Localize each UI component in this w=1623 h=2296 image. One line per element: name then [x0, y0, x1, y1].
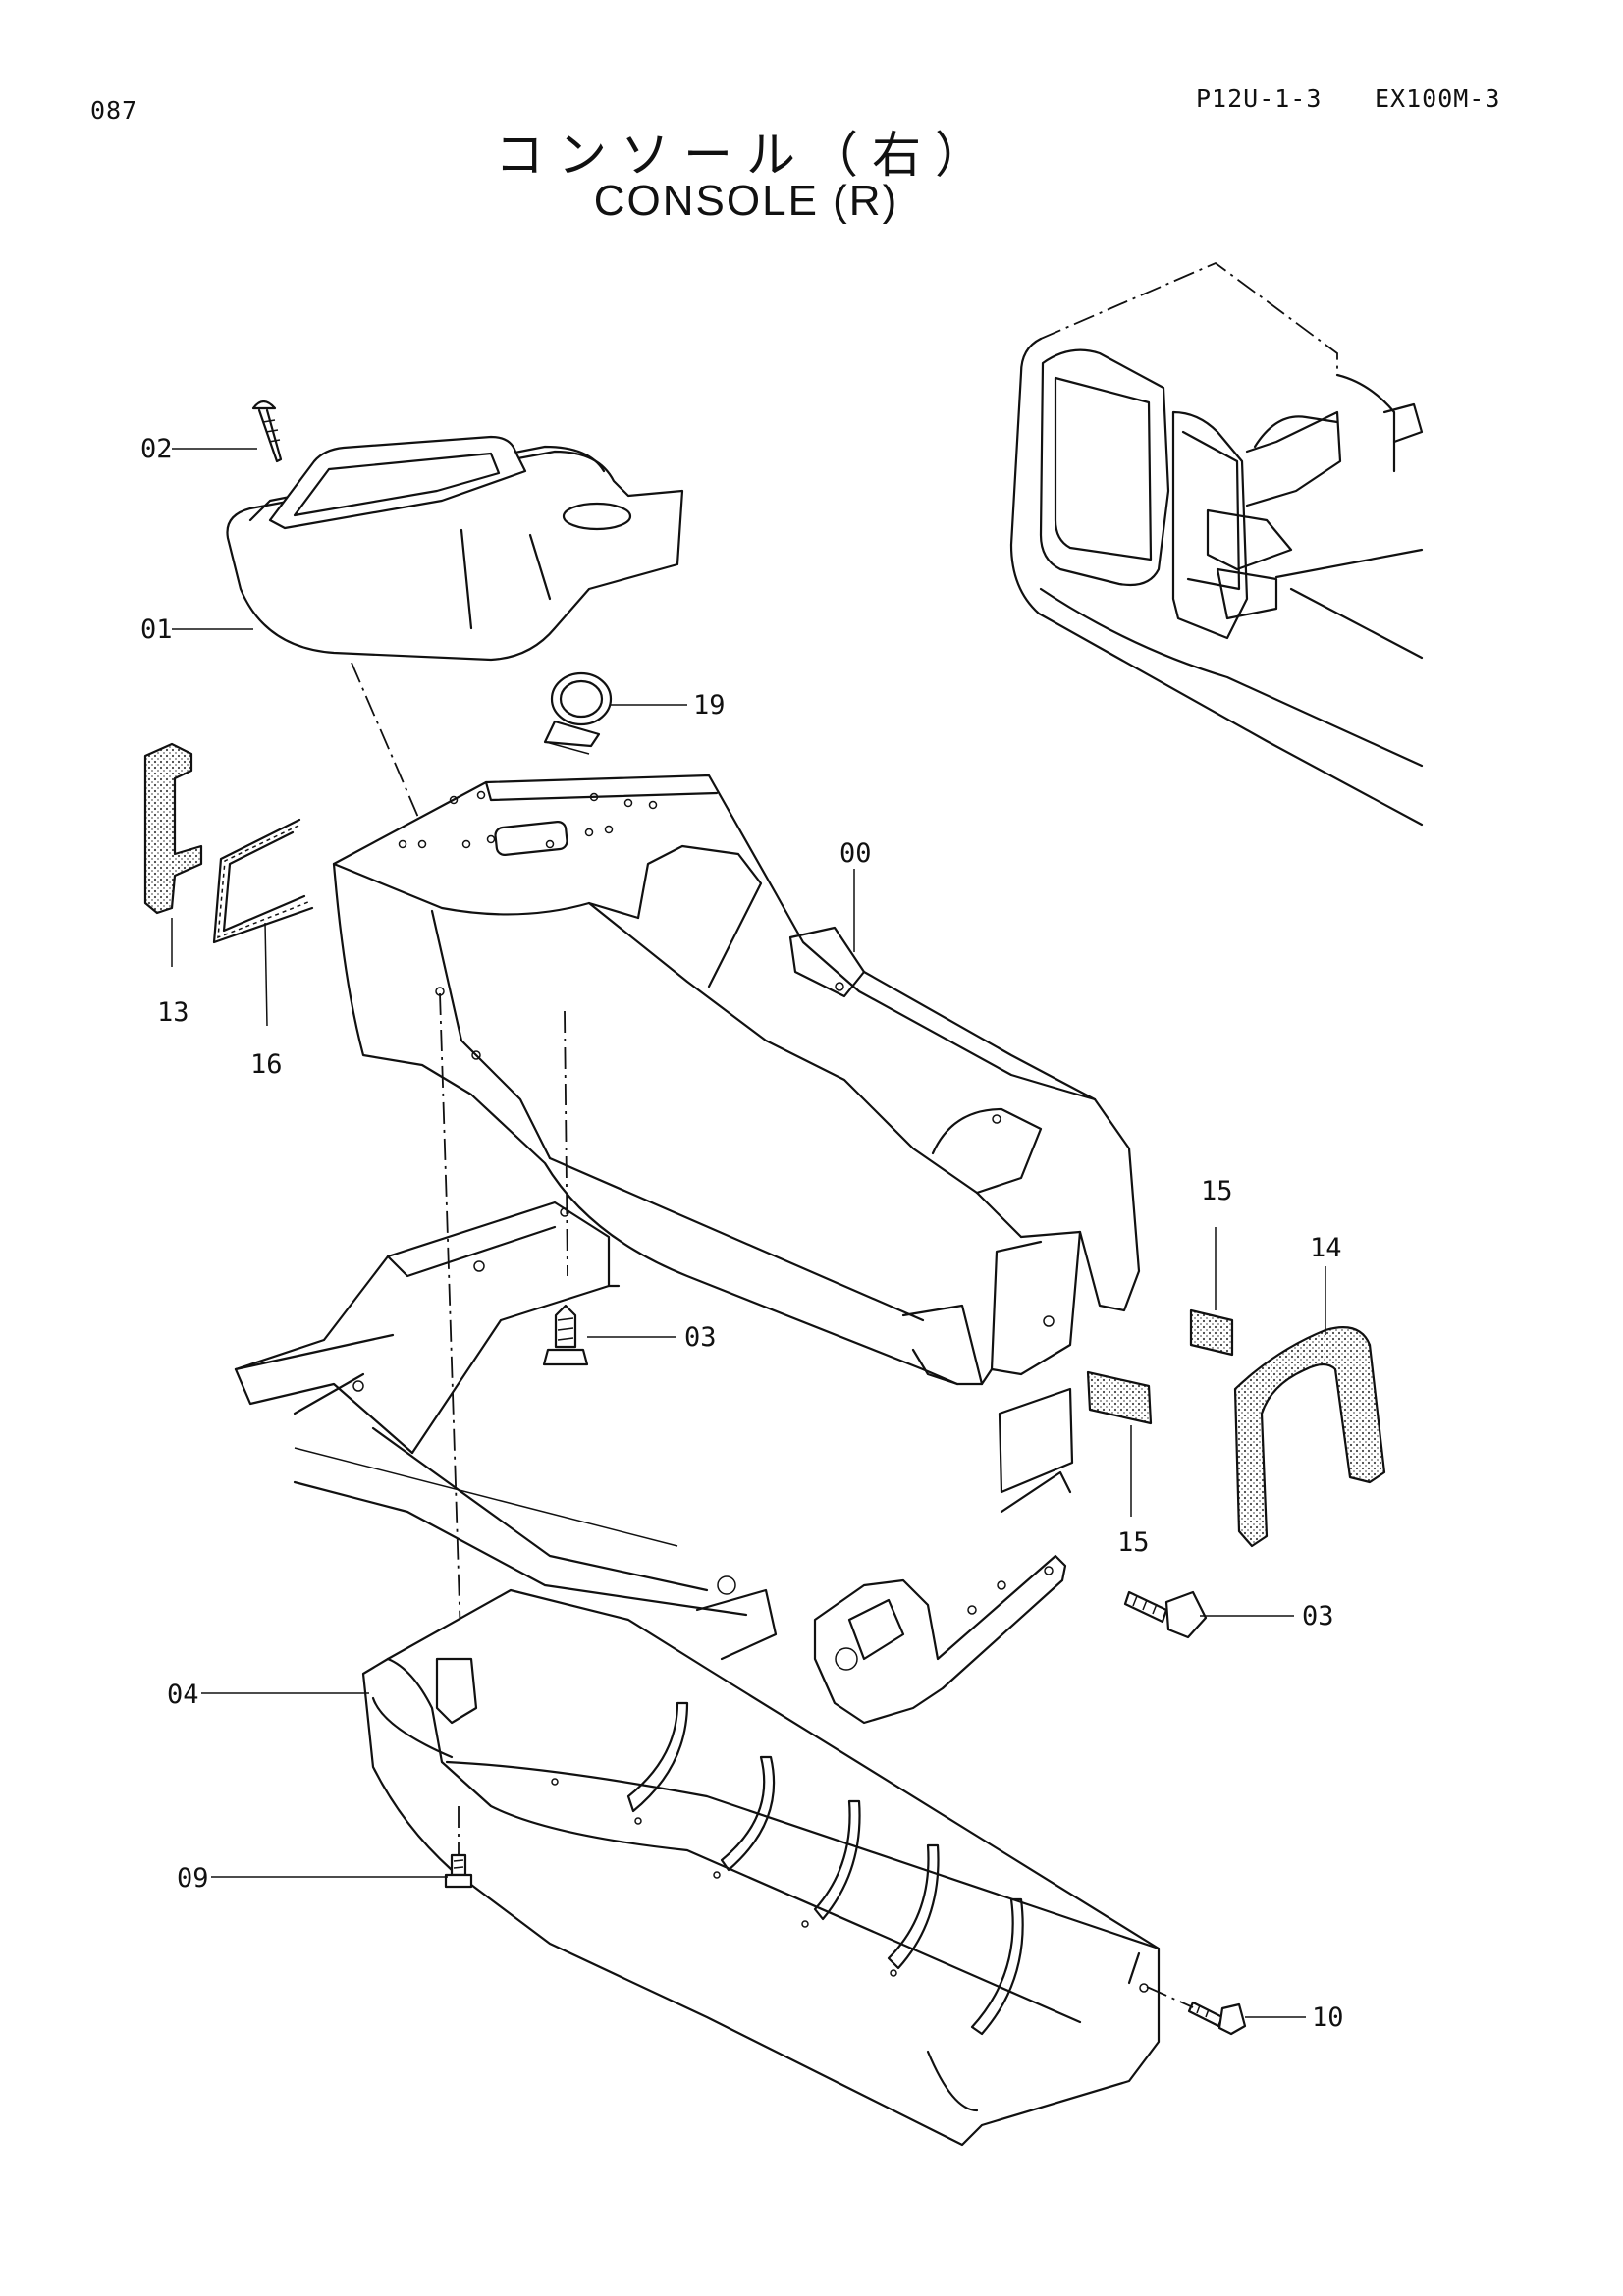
- part-13-seal-strip: [143, 742, 203, 915]
- cab-overview-sketch: [1009, 261, 1424, 827]
- callout-03-upper: 03: [684, 1322, 717, 1353]
- callout-16: 16: [250, 1049, 283, 1080]
- callout-03-lower: 03: [1302, 1601, 1334, 1631]
- part-14-u-seal: [1233, 1326, 1386, 1548]
- title-english: CONSOLE (R): [593, 177, 899, 225]
- title-japanese: コンソール（右）: [495, 127, 998, 184]
- part-01-upper-cover: [226, 435, 684, 662]
- model-number: EX100M-3: [1375, 84, 1501, 113]
- part-00-console-body: [332, 774, 1141, 1386]
- part-15-pad-lower: [1086, 1370, 1153, 1425]
- reference-code: P12U-1-3: [1196, 84, 1323, 113]
- part-03-bolt-upper: [542, 1304, 589, 1366]
- callout-10: 10: [1312, 2002, 1344, 2033]
- side-bracket: [813, 1387, 1074, 1725]
- callout-00: 00: [839, 838, 872, 869]
- callout-01: 01: [140, 614, 173, 645]
- callout-13: 13: [157, 997, 189, 1028]
- callout-04: 04: [167, 1680, 199, 1710]
- callout-19: 19: [693, 690, 726, 721]
- callout-14: 14: [1310, 1233, 1342, 1263]
- callout-15-lower: 15: [1117, 1527, 1150, 1558]
- part-19-clamp: [543, 671, 613, 755]
- part-15-pad-upper: [1189, 1308, 1234, 1357]
- support-frame: [234, 1201, 778, 1661]
- part-04-lower-tray: [361, 1588, 1161, 2147]
- part-03-bolt-lower: [1123, 1590, 1208, 1639]
- callout-02: 02: [140, 434, 173, 464]
- page-number: 087: [90, 96, 138, 125]
- part-09-screw: [444, 1853, 473, 1889]
- callout-09: 09: [177, 1863, 209, 1894]
- leader-lines: [171, 448, 1326, 2018]
- part-10-screw: [1187, 2001, 1247, 2036]
- callout-15-upper: 15: [1201, 1176, 1233, 1206]
- part-16-grommet-strip: [212, 818, 314, 944]
- part-02-screw: [251, 400, 283, 463]
